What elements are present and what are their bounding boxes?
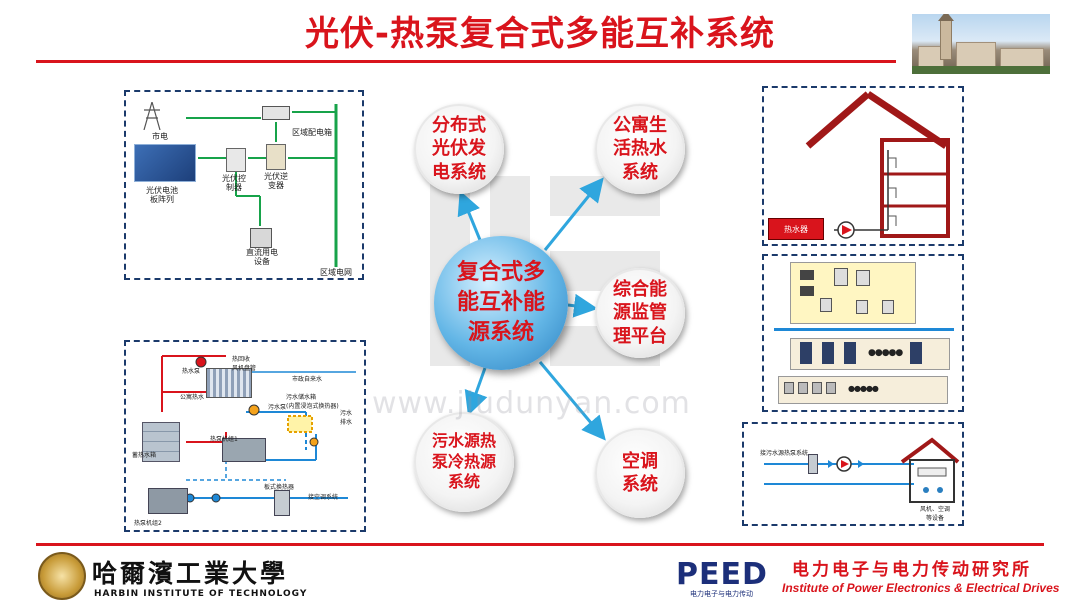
regional-grid-label: 区域电网 [320,268,352,277]
more-indicator: ●●●●● [868,348,903,358]
power-tower-icon [143,102,161,130]
server-icon [834,268,848,286]
house-diagram [805,91,950,239]
pv-inverter-label: 光伏逆 变器 [264,172,288,191]
university-name-en: HARBIN INSTITUTE OF TECHNOLOGY [94,589,308,599]
pv-inverter-icon [266,144,286,170]
pv-controller-label: 光伏控 制器 [222,174,246,193]
title-divider [36,60,896,63]
ac-terminal-label: 风机、空调 等设备 [920,506,951,522]
meter-icon [784,382,794,394]
plate-exchanger-icon [808,454,818,474]
heat-pump-1-label: 热泵机组1 [210,436,238,443]
dc-load-label: 直流用电 设备 [246,248,278,267]
footer-divider [36,543,1044,546]
pv-array-label: 光伏电池 板阵列 [146,186,178,205]
water-heater-box: 热水器 [768,218,824,240]
distribution-box-icon [262,106,290,120]
ac-diagram [764,437,960,503]
peed-subtitle: 电力电子与电力传动 [690,590,753,598]
sewage-piping-diagram [161,355,356,503]
heat-recovery-label: 热回收 风机盘管 [232,356,257,372]
university-name-cn: 哈爾濱工業大學 [92,559,289,588]
apartment-hot-water-label: 公寓热水 [180,394,205,401]
heat-pump-2-label: 热泵机组2 [134,520,162,527]
meter-icon [812,382,822,394]
municipal-water-label: 市政自来水 [292,376,323,383]
solar-panel-icon [134,144,196,182]
pv-controller-icon [226,148,246,172]
monitor-screen-icon [800,286,814,296]
plate-exchanger-label: 板式换热器 [264,484,295,491]
pv-wiring-diagram [186,104,338,267]
hot-water-pump-label: 热水泵 [182,368,201,375]
sewage-heat-pump-panel: 热回收 风机盘管 热水泵 公寓热水 市政自来水 污水泵 污水储水箱 (内置浸泡式… [124,340,366,532]
plate-exchanger-icon [274,490,290,516]
heat-pump-1-icon [222,438,266,462]
arrow-to-ac [538,361,606,441]
network-bus-line [774,328,954,331]
peed-logo: PEED [676,557,768,592]
server-icon [820,298,832,312]
monitor-screen-icon [800,270,814,280]
pv-system-panel: 市电 光伏电池 板阵列 光伏控 制器 光伏逆 变器 区域配电箱 直流用电 设备 … [124,90,364,280]
air-conditioning-panel: 接污水源热泵系统 风机、空调 等设备 [742,422,964,526]
sewage-heat-pump-node[interactable]: 污水源热 泵冷热源 系统 [414,412,514,512]
meter-icon [798,382,808,394]
fan-coil-icon [206,368,252,398]
sewage-tank-label: 污水储水箱 (内置浸泡式换热器) [286,394,339,410]
ac-system-connection-label: 接空调系统 [308,494,339,501]
apartment-hot-water-panel: 热水器 [762,86,964,246]
sewage-pump-label: 污水泵 [268,404,287,411]
arrow-to-pv [457,190,482,241]
server-icon [856,300,868,314]
cabinet-icon [822,342,834,364]
cabinet-icon [800,342,812,364]
storage-tank-label: 蓄热水箱 [132,452,157,459]
storage-tank-icon [142,422,180,462]
server-icon [856,270,870,286]
pv-system-node[interactable]: 分布式 光伏发 电系统 [414,104,504,194]
sewage-source-label: 接污水源热泵系统 [760,450,809,457]
composite-energy-system-node[interactable]: 复合式多 能互补能 源系统 [434,236,568,370]
institute-name-en: Institute of Power Electronics & Electri… [782,581,1060,595]
dc-load-icon [250,228,272,248]
arrow-to-hotwater [543,177,604,251]
grid-label: 市电 [152,132,168,141]
monitoring-platform-panel: ●●●●● ●●●●● [762,254,964,412]
cabinet-icon [844,342,856,364]
hot-water-system-node[interactable]: 公寓生 活热水 系统 [595,104,685,194]
heat-pump-2-icon [148,488,188,514]
arrow-to-sewage [464,367,488,416]
server-icon [882,300,894,314]
hit-emblem-logo [38,552,86,600]
distribution-box-label: 区域配电箱 [292,128,332,137]
page-title: 光伏-热泵复合式多能互补系统 [304,14,776,54]
air-conditioning-node[interactable]: 空调 系统 [595,428,685,518]
field-station-row [790,338,950,370]
campus-building-image [912,14,1050,74]
cabinet-icon [910,342,922,364]
institute-name-cn: 电力电子与电力传动研究所 [792,560,1032,580]
energy-monitor-platform-node[interactable]: 综合能 源监管 理平台 [595,268,685,358]
more-indicator: ●●●●● [848,384,879,393]
sewage-discharge-label: 污水 排水 [340,410,353,426]
meter-icon [826,382,836,394]
watermark-text: www.jiudunyan.com [372,386,691,421]
arrow-to-monitor [567,293,598,318]
